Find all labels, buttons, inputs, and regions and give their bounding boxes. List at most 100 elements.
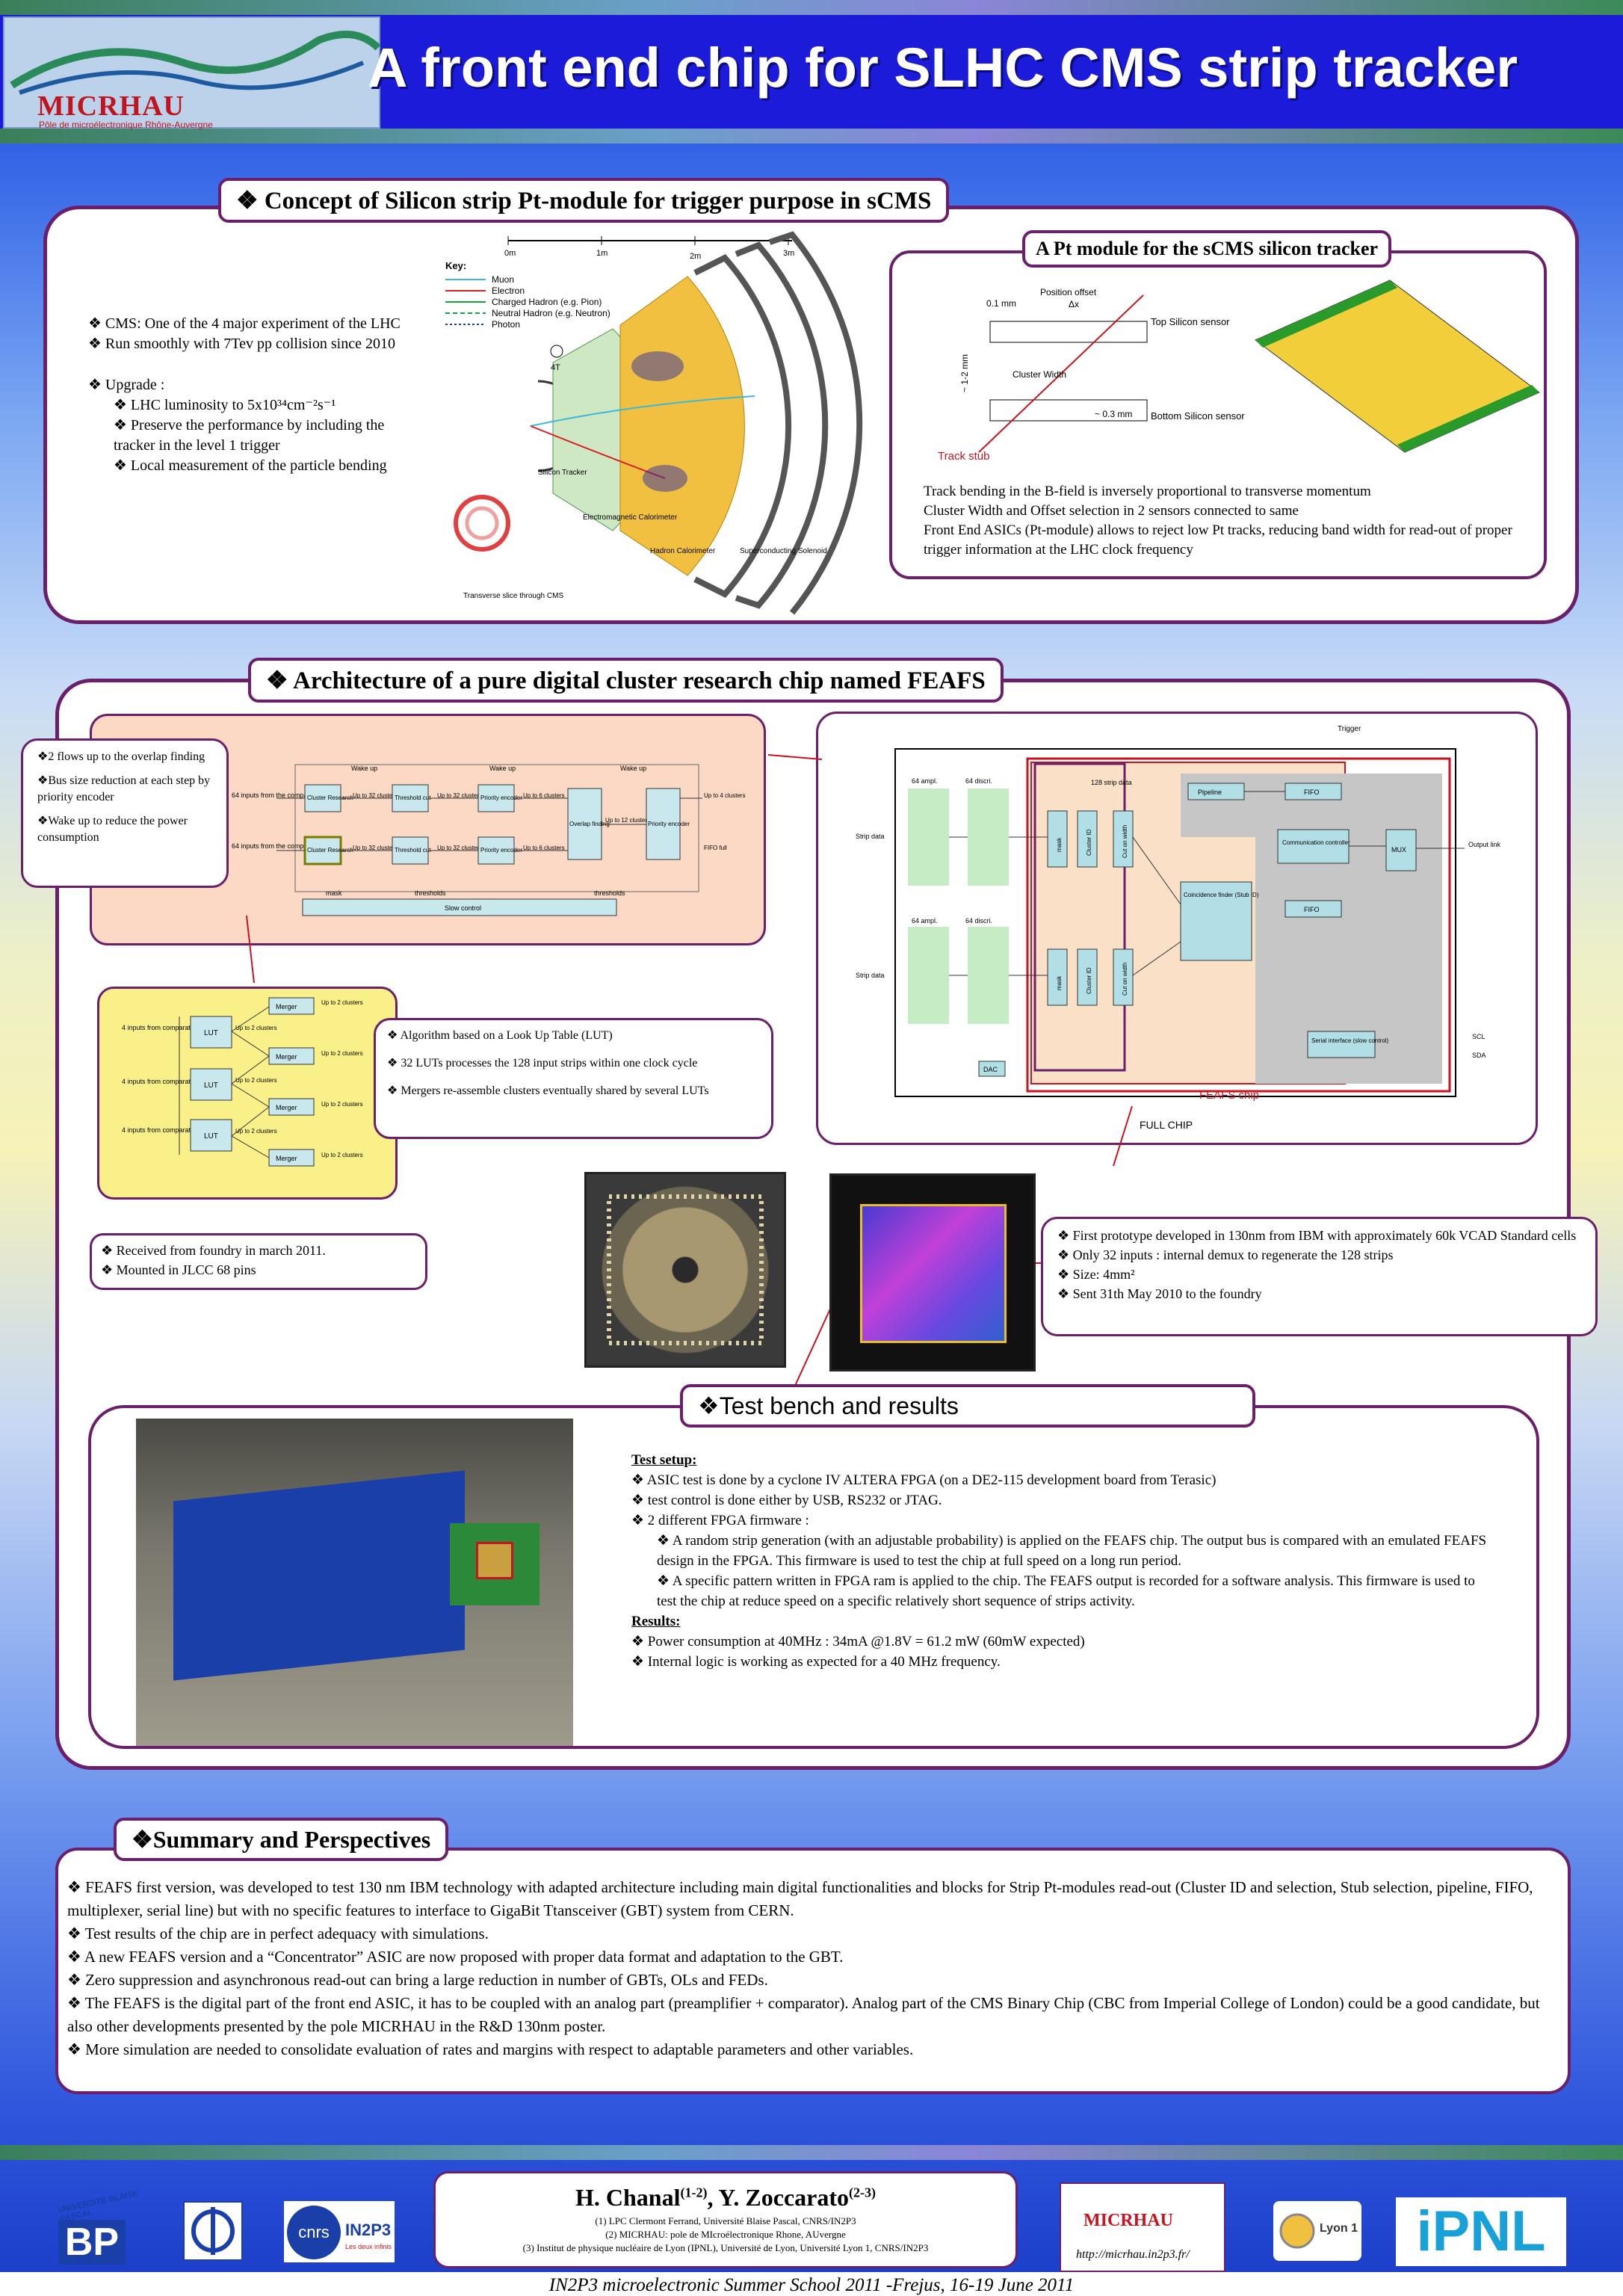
merger-out: Up to 2 clusters <box>321 999 363 1006</box>
ubp-logo: UNIVERSITÉ BLAISE PASCAL BP <box>58 2189 139 2265</box>
hcal-label: Hadron Calorimeter <box>650 547 716 555</box>
feafs-label: FEAFS chip <box>1199 1089 1259 1102</box>
upgrade-item: ❖ Local measurement of the particle bend… <box>114 457 387 474</box>
footer-bottom-bar <box>0 2272 1623 2296</box>
poster-title: A front end chip for SLHC CMS strip trac… <box>368 37 1518 99</box>
priority-block: Priority encoder <box>648 821 690 827</box>
ptmodule-line: Cluster Width and Offset selection in 2 … <box>924 503 1299 519</box>
offset-label: Position offset <box>1040 287 1097 297</box>
cut-width-block: Cut on width <box>1122 963 1128 996</box>
summary-item: ❖ A new FEAFS version and a “Concentrato… <box>67 1948 844 1966</box>
merger-block: Merger <box>276 1053 297 1061</box>
trigger-label: Trigger <box>1338 725 1361 733</box>
cluster-id-block: Cluster ID <box>1086 967 1092 994</box>
ptmodule-line: Front End ASICs (Pt-module) allows to re… <box>924 522 1512 558</box>
ecal-label: Electromagnetic Calorimeter <box>583 513 678 522</box>
thresholds-label: thresholds <box>594 889 625 897</box>
affiliation: (3) Institut de physique nucléaire de Ly… <box>522 2242 929 2253</box>
dac-block: DAC <box>983 1066 998 1073</box>
priority-block: Priority encoder <box>480 794 522 801</box>
bus-label: Up to 6 clusters <box>523 845 565 851</box>
flows-text: ❖2 flows up to the overlap finding ❖Bus … <box>37 749 220 846</box>
field-label: 4T <box>551 363 560 372</box>
concept-bullets: ❖ CMS: One of the 4 major experiment of … <box>88 314 417 476</box>
setup-item: ❖ ASIC test is done by a cyclone IV ALTE… <box>631 1472 1217 1488</box>
key-label: Key: <box>445 260 466 271</box>
school-footer: IN2P3 microelectronic Summer School 2011… <box>548 2275 1075 2295</box>
mask-block: mask <box>1056 975 1063 990</box>
upgrade-item: ❖ LHC luminosity to 5x10³⁴cm⁻²s⁻¹ <box>114 397 336 413</box>
ipnl-logo: iPNL <box>1396 2197 1566 2266</box>
fifo-label: FIFO full <box>704 845 727 851</box>
flow-item: ❖2 flows up to the overlap finding <box>37 750 205 763</box>
fpga-board <box>173 1470 465 1681</box>
logo-subtitle: Pôle de microélectronique Rhône-Auvergne <box>39 120 213 130</box>
disc-label: 64 discri. <box>965 917 992 925</box>
setup-item: ❖ test control is done either by USB, RS… <box>631 1493 942 1508</box>
legend-electron: Electron <box>492 286 525 296</box>
sda-label: SDA <box>1472 1052 1486 1059</box>
authors-box: H. Chanal(1-2), Y. Zoccarato(2-3) (1) LP… <box>433 2171 1018 2268</box>
scl-label: SCL <box>1472 1033 1486 1040</box>
output-link-label: Output link <box>1468 841 1501 848</box>
lut-input-label: 4 inputs from comparators <box>122 1126 200 1134</box>
received-item: ❖ Received from foundry in march 2011. <box>101 1243 326 1258</box>
bus-label: Up to 32 clusters <box>437 792 482 799</box>
architecture-title: ❖ Architecture of a pure digital cluster… <box>248 658 1004 703</box>
lut-block: LUT <box>204 1132 218 1141</box>
lyon1-logo: Lyon 1 <box>1273 2201 1361 2261</box>
amp-label: 64 ampl. <box>912 917 938 925</box>
summary-text: ❖ FEAFS first version, was developed to … <box>67 1876 1558 2061</box>
fifo-block: FIFO <box>1304 789 1320 796</box>
wake-label: Wake up <box>489 765 516 772</box>
lut-text-item: ❖ Mergers re-assemble clusters eventuall… <box>387 1084 709 1097</box>
author-1: H. Chanal <box>575 2184 681 2211</box>
cluster-block-diagram: Wake up Wake up Wake up 64 inputs from t… <box>232 764 746 916</box>
lut-block: LUT <box>204 1029 218 1037</box>
flow-item: ❖Bus size reduction at each step by prio… <box>37 774 211 803</box>
chip-core <box>860 1204 1007 1343</box>
test-board-photo <box>136 1419 573 1746</box>
lut-input-label: 4 inputs from comparators <box>122 1024 200 1031</box>
chip-pins-icon <box>607 1194 764 1345</box>
in2p3-sub: Les deux infinis <box>345 2243 392 2250</box>
lpc-logo <box>183 2201 243 2261</box>
affiliations: (1) LPC Clermont Ferrand, Université Bla… <box>436 2215 1015 2255</box>
input-label: 64 inputs from the comparators <box>232 842 325 850</box>
prototype-text: ❖ First prototype developed in 130nm fro… <box>1057 1226 1588 1303</box>
setup-label: Test setup: <box>631 1452 697 1468</box>
author-2-affil: (2-3) <box>849 2185 877 2200</box>
logo-mountain-icon <box>10 31 381 95</box>
comm-block: Communication controller <box>1282 839 1350 846</box>
result-item: ❖ Power consumption at 40MHz : 34mA @1.8… <box>631 1634 1085 1650</box>
merger-block: Merger <box>276 1003 297 1010</box>
thickness-label: ~ 0.3 mm <box>1095 409 1132 419</box>
scale-tick: 2m <box>690 252 701 261</box>
cnrs-in2p3-logo: cnrs IN2P3 Les deux infinis <box>284 2201 395 2262</box>
coincidence-block: Coincidence finder (Stub ID) <box>1184 892 1259 898</box>
bus-label: Up to 32 clusters <box>353 845 398 851</box>
summary-item: ❖ The FEAFS is the digital part of the f… <box>67 1994 1540 2035</box>
serial-block: Serial interface (slow control) <box>1311 1037 1388 1044</box>
micrhau-footer-mark: MICRHAU <box>1083 2211 1173 2230</box>
slow-control-block: Slow control <box>445 904 481 912</box>
threshold-block: Threshold cut <box>395 794 431 801</box>
bus-label: Up to 12 clusters <box>605 817 650 824</box>
setup-item: ❖ 2 different FPGA firmware : <box>631 1513 809 1528</box>
upgrade-item: ❖ Preserve the performance by including … <box>114 417 385 454</box>
concept-bullet: ❖ Run smoothly with 7Tev pp collision si… <box>88 336 395 352</box>
affiliation: (1) LPC Clermont Ferrand, Université Bla… <box>595 2215 856 2226</box>
received-text: ❖ Received from foundry in march 2011. ❖… <box>101 1241 422 1280</box>
chip-socket <box>476 1542 513 1579</box>
lut-diagram: 4 inputs from comparators 4 inputs from … <box>122 997 363 1167</box>
micrhau-footer-logo: MICRHAU http://micrhau.in2p3.fr/ <box>1060 2182 1225 2272</box>
strip-label: Strip data <box>856 972 885 979</box>
firmware-item: ❖ A random strip generation (with an adj… <box>657 1533 1487 1569</box>
received-item: ❖ Mounted in JLCC 68 pins <box>101 1262 256 1277</box>
bus-label: Up to 32 clusters <box>437 845 482 851</box>
summary-panel <box>55 1848 1571 2094</box>
in2p3-mark: IN2P3 <box>345 2221 392 2239</box>
strip-bus-label: 128 strip data <box>1091 779 1132 786</box>
top-sensor-label: Top Silicon sensor <box>1151 316 1230 327</box>
summary-item: ❖ Zero suppression and asynchronous read… <box>67 1971 768 1989</box>
